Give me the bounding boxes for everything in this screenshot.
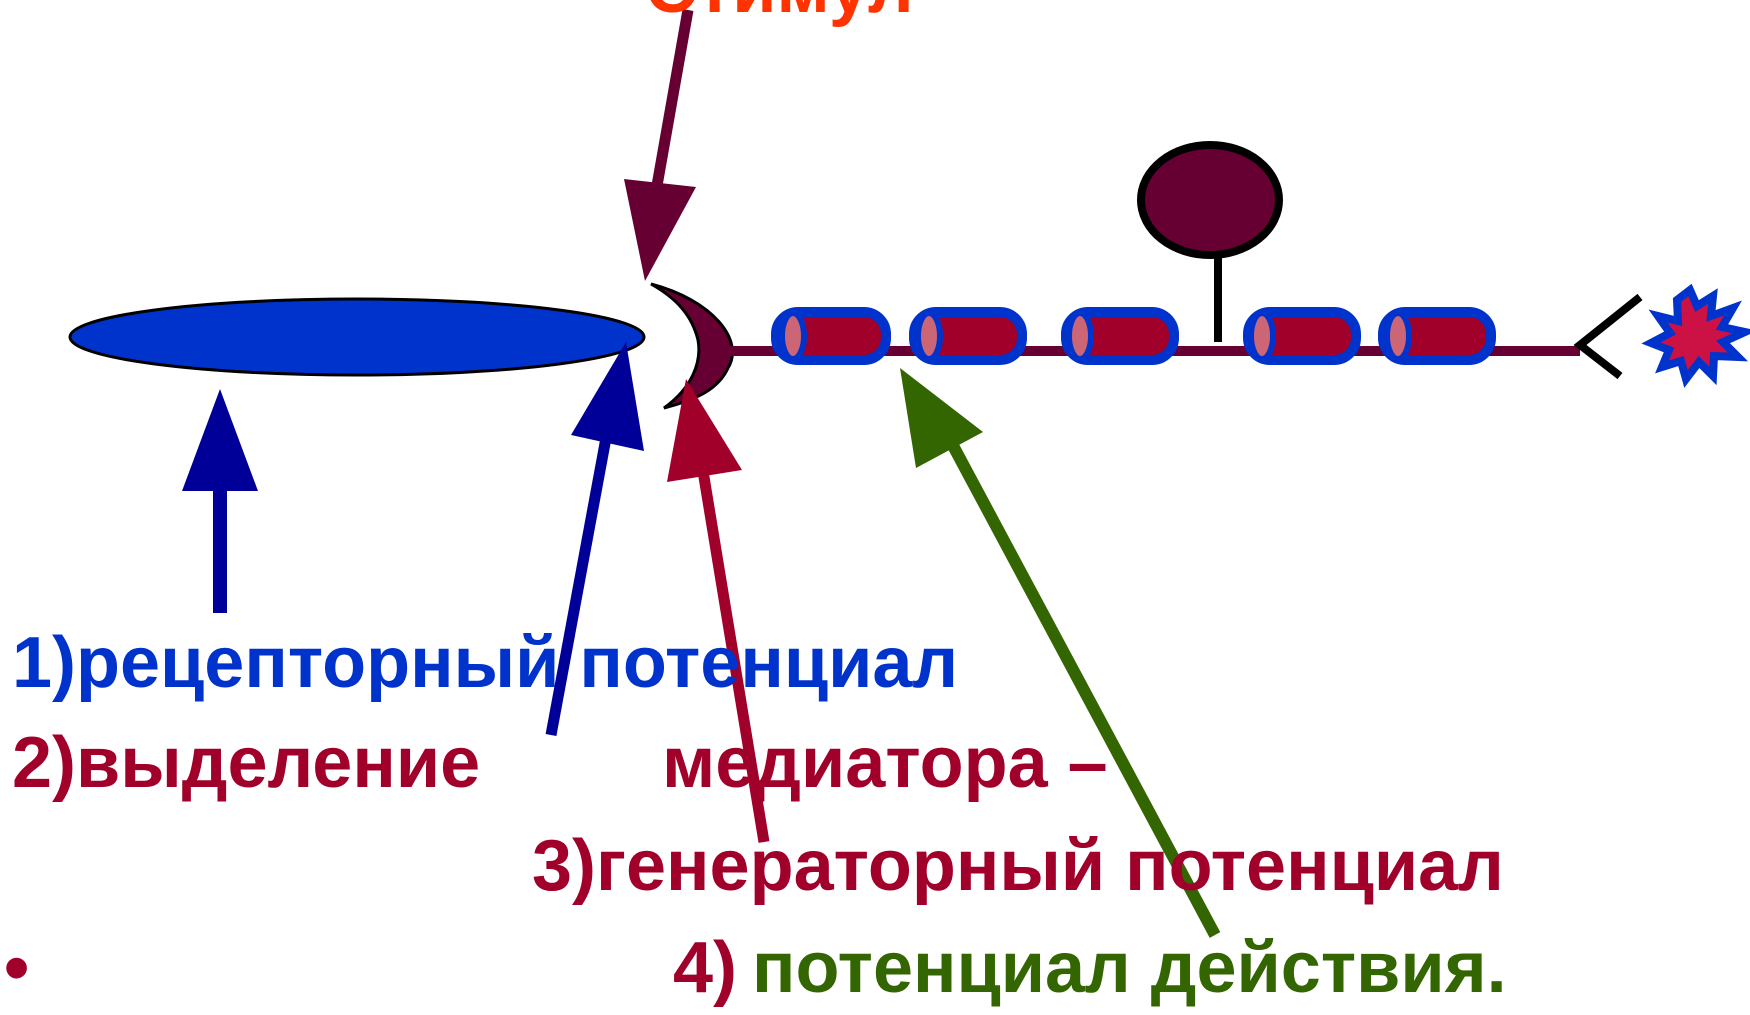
myelin-segment <box>1243 307 1361 365</box>
generator-potential-arrow <box>667 379 770 843</box>
myelin-segment <box>909 307 1027 365</box>
myelin-segment <box>1378 307 1496 365</box>
stimulus-label: Стимул <box>645 0 914 24</box>
receptor-ellipse <box>68 297 646 377</box>
myelin-segment <box>771 307 891 365</box>
receptor-potential-label: 1)рецепторный потенциал <box>12 623 959 703</box>
action-potential-number: 4) <box>673 928 738 1008</box>
myelin-segment <box>1061 307 1179 365</box>
mediator-arrow <box>545 342 644 737</box>
action-potential-arrow <box>900 368 1221 938</box>
stimulus-arrow <box>624 9 696 281</box>
effector-burst <box>1641 283 1750 388</box>
axon-terminal <box>1573 293 1643 380</box>
bullet-mark: • <box>4 928 30 1008</box>
action-potential-label: потенциал действия. <box>752 928 1507 1008</box>
synapse-crescent <box>650 282 734 410</box>
mediator-release-label: 2)выделение <box>12 723 481 803</box>
generator-potential-label: 3)генераторный потенциал <box>532 826 1504 906</box>
mediator-label-continuation: медиатора – <box>662 723 1108 803</box>
receptor-potential-arrow <box>182 389 258 613</box>
neuron-body <box>1137 141 1283 259</box>
